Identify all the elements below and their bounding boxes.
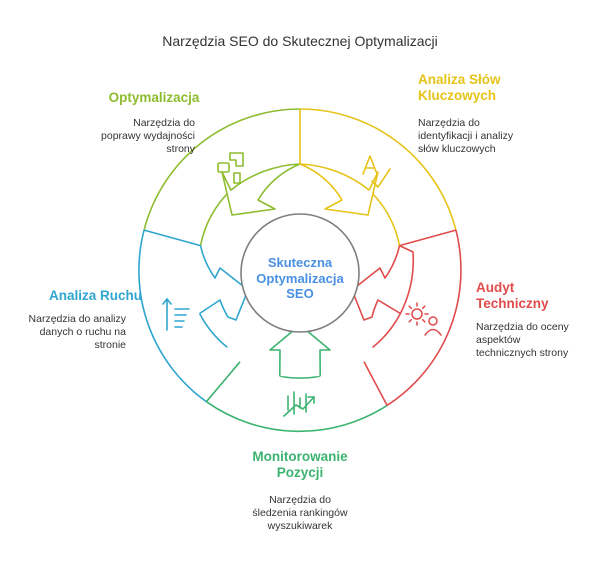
title-line: Pozycji <box>276 465 324 480</box>
title-line: Kluczowych <box>418 88 497 103</box>
arrow-optymalizacja <box>221 163 301 216</box>
arrow-analiza-slow <box>299 163 379 216</box>
segment-title-analiza-slow: Analiza Słów Kluczowych <box>418 72 558 104</box>
inner-arc-monitorowanie <box>279 375 321 379</box>
desc-line: identyfikacji i analizy <box>418 130 514 142</box>
divider-3 <box>363 361 388 406</box>
center-label-line-2: Optymalizacja <box>256 270 344 286</box>
center-circle <box>240 213 360 333</box>
desc-line: słów kluczowych <box>418 143 496 155</box>
inner-arc-analiza-slow <box>368 189 401 246</box>
ring-arc-optymalizacja <box>143 108 301 231</box>
segment-desc-analiza-slow: Narzędzia do identyfikacji i analizy słó… <box>418 117 568 156</box>
desc-line: strony <box>166 143 195 155</box>
segment-title-audyt: Audyt Techniczny <box>476 280 586 312</box>
inner-arc-analiza-ruchu <box>198 313 228 349</box>
desc-line: Narzędzia do <box>418 117 480 129</box>
ring-arc-audyt <box>386 229 462 407</box>
title-line: Monitorowanie <box>252 449 348 464</box>
segment-title-analiza-ruchu: Analiza Ruchu <box>20 288 142 304</box>
inner-arc-optymalizacja <box>199 189 232 246</box>
desc-line: aspektów <box>476 334 521 346</box>
desc-line: wyszukiwarek <box>267 520 333 532</box>
ring-arc-analiza-ruchu <box>138 229 207 403</box>
title-line: Techniczny <box>476 296 549 311</box>
inner-arc-audyt <box>372 313 402 349</box>
desc-line: stronie <box>94 339 126 351</box>
divider-2 <box>399 229 457 247</box>
title-line: Analiza Słów <box>418 72 501 87</box>
divider-4 <box>205 361 241 403</box>
segment-desc-analiza-ruchu: Narzędzia do analizy danych o ruchu na s… <box>10 313 126 352</box>
funnel-blocks-icon <box>217 152 244 184</box>
title-line: Audyt <box>476 280 515 295</box>
desc-line: Narzędzia do oceny <box>476 321 569 333</box>
center-label-line-3: SEO <box>286 286 314 301</box>
gear-person-icon <box>405 302 442 336</box>
desc-line: śledzenia rankingów <box>252 507 348 519</box>
ring-arc-monitorowanie <box>205 401 388 433</box>
desc-line: Narzędzia do <box>269 494 331 506</box>
divider-5 <box>143 229 201 247</box>
center-label: Skuteczna Optymalizacja SEO <box>230 255 370 302</box>
desc-line: poprawy wydajności <box>101 130 195 142</box>
desc-line: Narzędzia do <box>133 117 195 129</box>
desc-line: Narzędzia do analizy <box>28 313 126 325</box>
ring-arc-analiza-slow <box>299 108 457 231</box>
spellcheck-icon <box>362 155 391 188</box>
sort-list-icon <box>162 297 190 331</box>
segment-desc-optymalizacja: Narzędzia do poprawy wydajności strony <box>60 117 195 156</box>
trend-chart-icon <box>283 391 315 417</box>
title-line: Optymalizacja <box>108 90 200 105</box>
page-title: Narzędzia SEO do Skutecznej Optymalizacj… <box>162 33 438 49</box>
desc-line: danych o ruchu na <box>39 326 126 338</box>
segment-title-optymalizacja: Optymalizacja <box>94 90 214 106</box>
segment-title-monitorowanie: Monitorowanie Pozycji <box>220 449 380 481</box>
title-line: Analiza Ruchu <box>48 288 142 303</box>
center-label-line-1: Skuteczna <box>267 255 333 270</box>
segment-desc-audyt: Narzędzia do oceny aspektów technicznych… <box>476 321 594 360</box>
segment-desc-monitorowanie: Narzędzia do śledzenia rankingów wyszuki… <box>220 494 380 533</box>
desc-line: technicznych strony <box>476 347 569 359</box>
arrow-audyt <box>351 244 415 321</box>
